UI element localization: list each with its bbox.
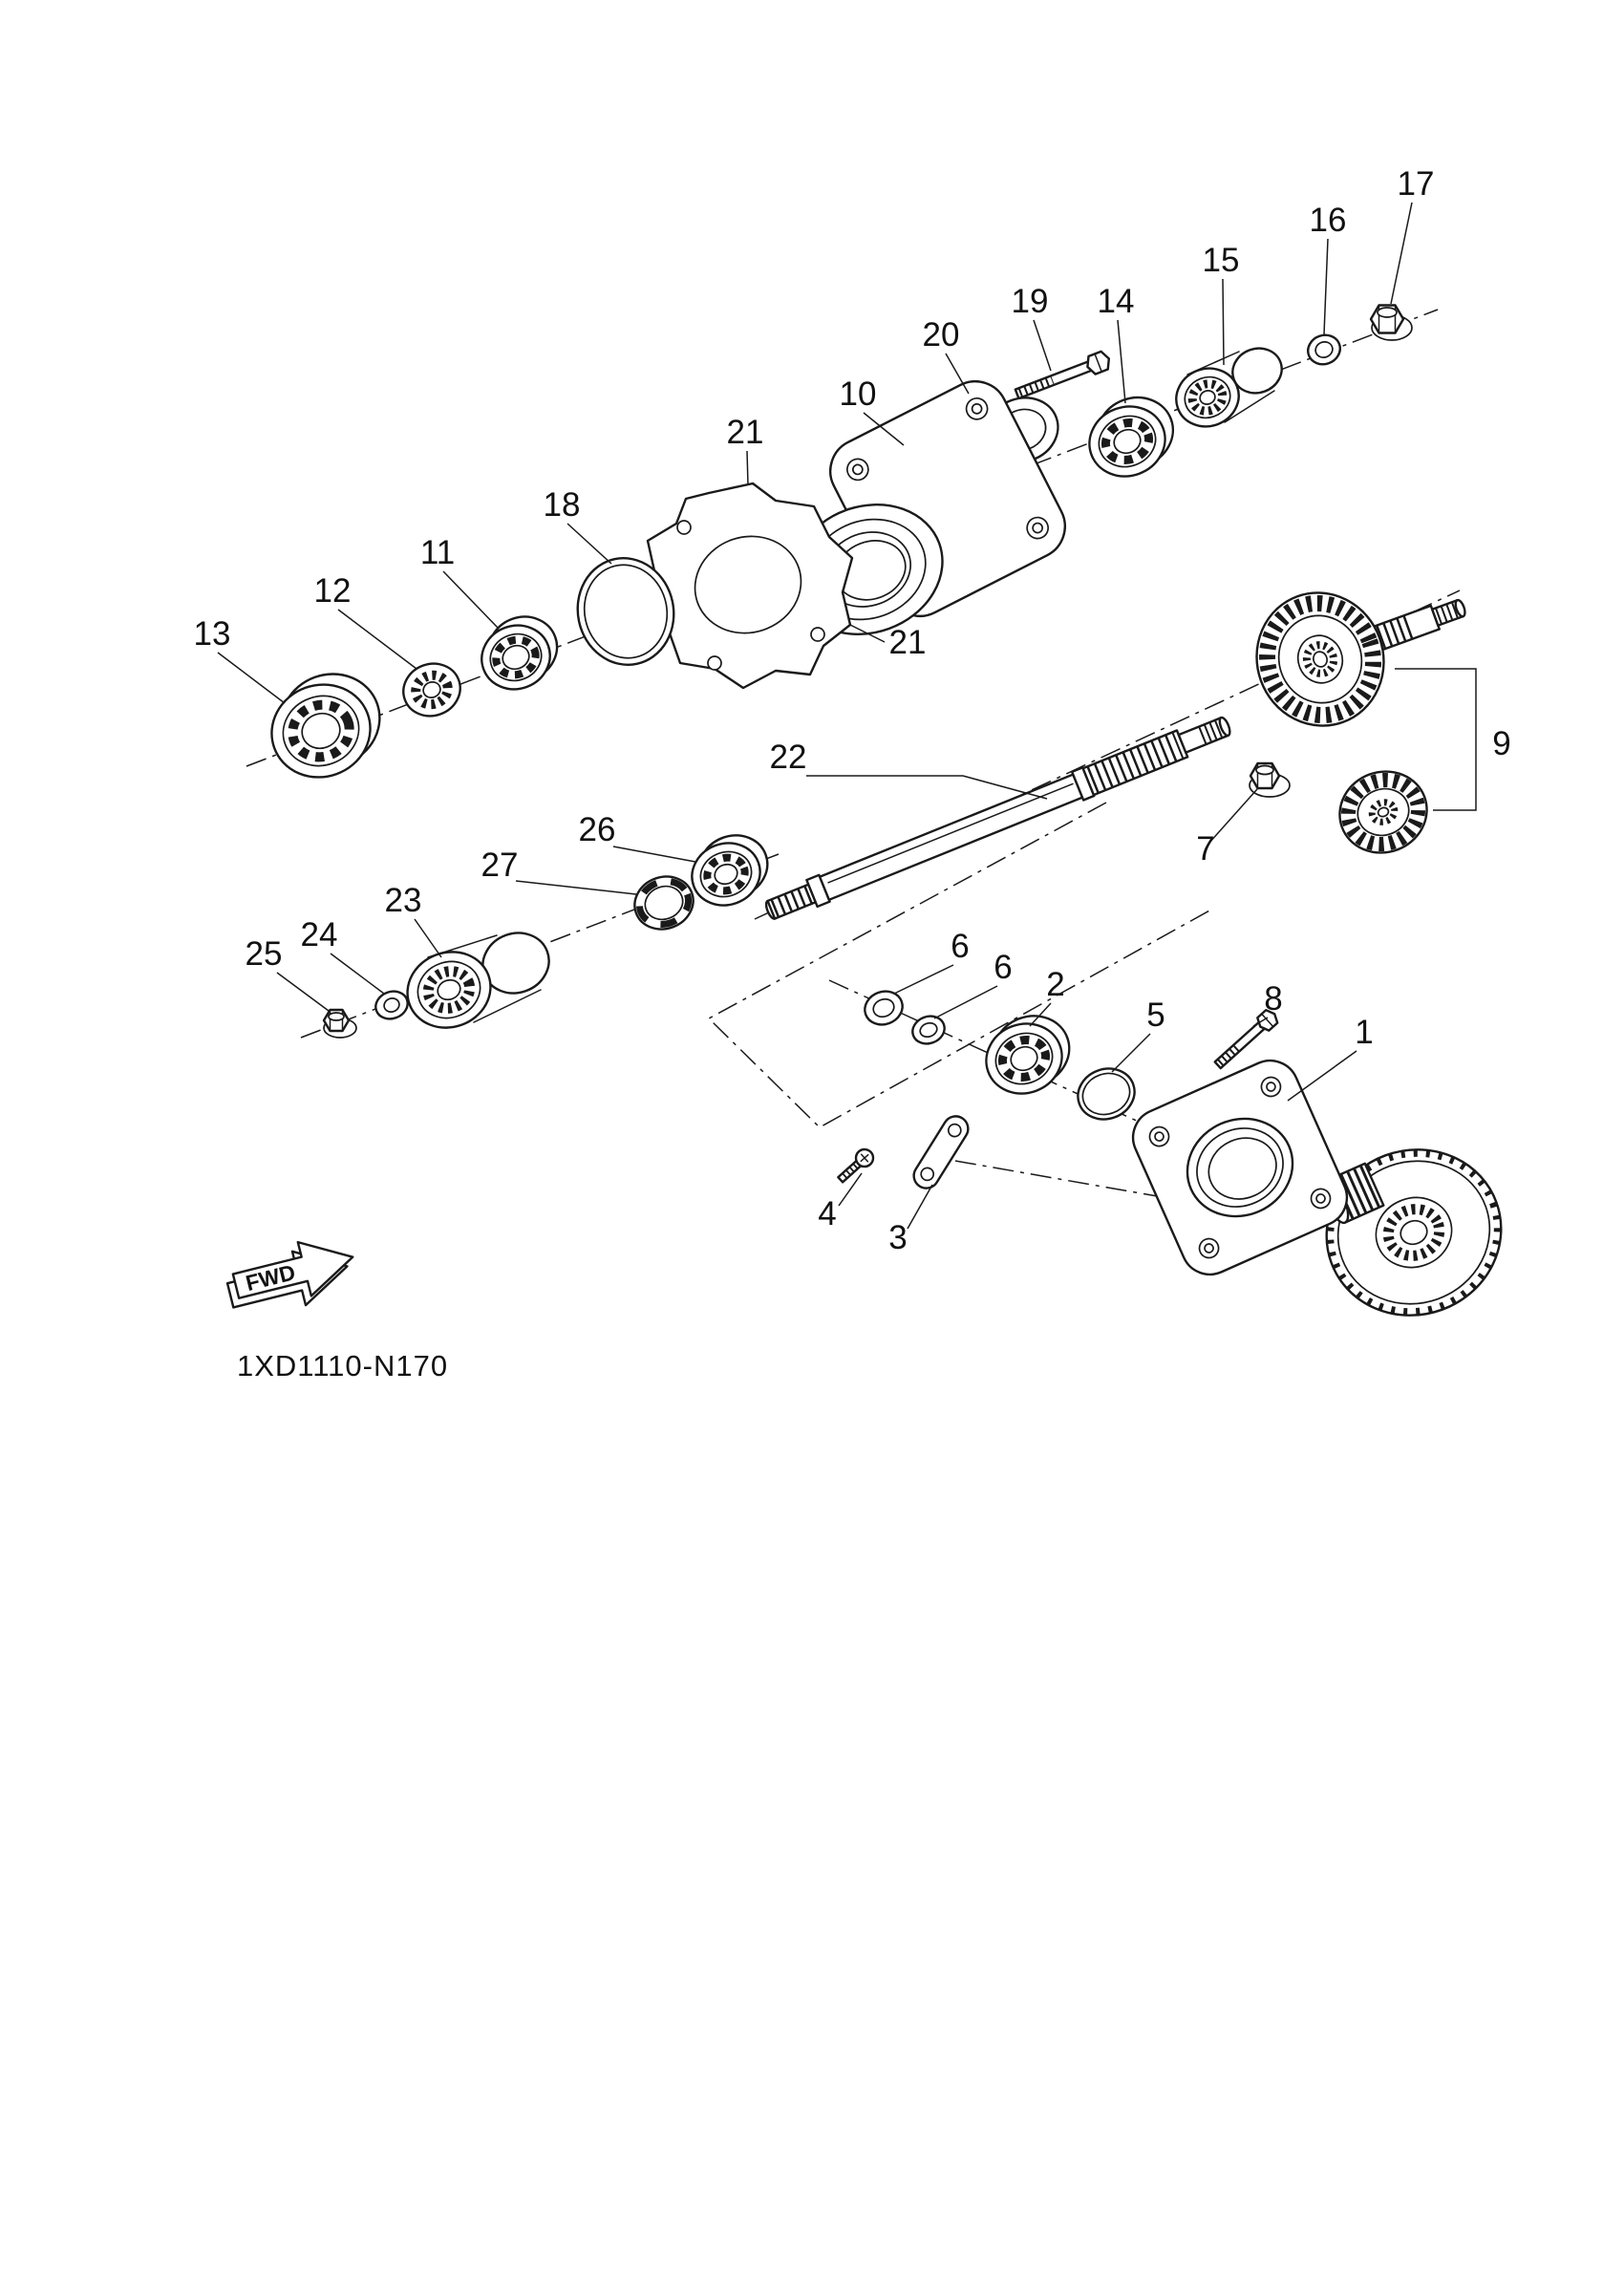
part-8-bolt — [1213, 1009, 1279, 1070]
callout-20: 20 — [923, 316, 960, 354]
fwd-arrow: FWD — [225, 1240, 354, 1309]
part-12-spline-washer — [402, 662, 461, 718]
part-2-bearing — [985, 1015, 1071, 1095]
part-26-bearing — [691, 834, 769, 907]
part-6-washer-a — [864, 990, 904, 1026]
part-18-o-ring — [576, 557, 675, 666]
callout-1: 1 — [1355, 1014, 1373, 1051]
callout-13: 13 — [194, 615, 231, 653]
part-27-retainer — [633, 875, 694, 931]
part-6-washer-b — [911, 1015, 946, 1045]
callout-21a: 21 — [727, 414, 764, 451]
callout-7: 7 — [1196, 830, 1214, 868]
part-24-washer — [374, 990, 409, 1020]
part-15-coupling — [1175, 347, 1283, 428]
callout-27: 27 — [481, 846, 519, 884]
callout-3: 3 — [888, 1219, 907, 1256]
part-9-pinion-gear — [1338, 770, 1428, 854]
callout-15: 15 — [1203, 242, 1240, 279]
part-23-coupling — [406, 932, 550, 1029]
callout-5: 5 — [1146, 996, 1165, 1034]
bracket-9 — [1395, 668, 1477, 811]
callouts: 17 16 15 19 14 20 10 21 18 11 12 13 21 9… — [194, 165, 1511, 1256]
part-9-ring-gear — [1255, 591, 1466, 727]
callout-24: 24 — [301, 916, 338, 954]
callout-17: 17 — [1398, 165, 1435, 203]
part-19-bolt — [1014, 350, 1111, 400]
callout-19: 19 — [1012, 283, 1049, 320]
callout-14: 14 — [1098, 283, 1135, 320]
callout-12: 12 — [314, 572, 352, 610]
callout-10: 10 — [840, 375, 877, 413]
part-3-stopper-lever — [912, 1115, 970, 1189]
callout-16: 16 — [1310, 202, 1347, 239]
callout-8: 8 — [1264, 980, 1282, 1018]
part-5-o-ring — [1077, 1067, 1136, 1121]
callout-21b: 21 — [889, 624, 927, 661]
callout-23: 23 — [385, 882, 422, 919]
callout-11: 11 — [420, 534, 455, 571]
part-22-drive-shaft — [764, 716, 1231, 920]
part-17-nut — [1369, 304, 1413, 341]
callout-25: 25 — [246, 935, 283, 973]
callout-6a: 6 — [951, 928, 969, 965]
part-7-nut — [1249, 761, 1291, 798]
fwd-arrow-body — [231, 1240, 354, 1299]
leader-lines — [217, 202, 1477, 1230]
callout-9: 9 — [1492, 725, 1510, 762]
drawing-code: 1XD1110-N170 — [237, 1349, 448, 1382]
part-25-nut — [322, 1008, 357, 1039]
callout-2: 2 — [1046, 966, 1064, 1003]
part-11-bearing — [481, 615, 559, 691]
callout-6b: 6 — [994, 949, 1012, 986]
part-21-gasket — [644, 482, 854, 690]
part-4-screw — [837, 1147, 875, 1184]
part-1-bearing-housing — [1131, 1059, 1349, 1276]
drive-gear — [1325, 1148, 1503, 1317]
part-14-bearing — [1088, 396, 1175, 478]
callout-26: 26 — [579, 811, 616, 848]
callout-22: 22 — [770, 739, 807, 776]
part-13-bearing — [270, 673, 381, 779]
callout-18: 18 — [544, 486, 581, 524]
callout-4: 4 — [818, 1195, 836, 1232]
part-16-washer — [1307, 333, 1341, 366]
